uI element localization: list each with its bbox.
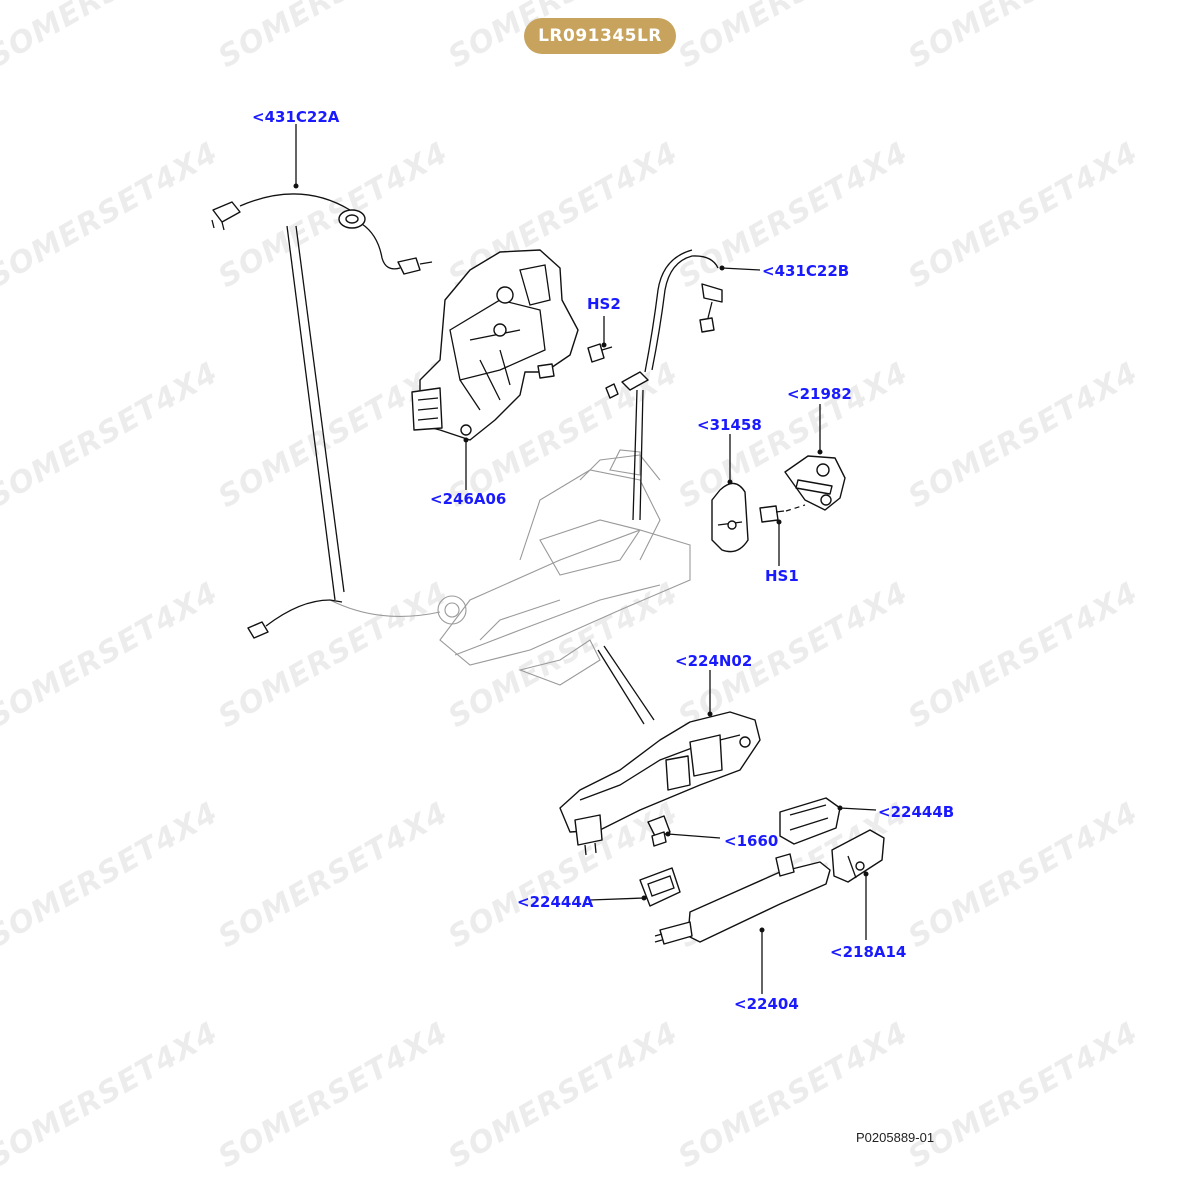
callout-1660[interactable]: <1660 (724, 832, 779, 850)
callout-31458[interactable]: <31458 (697, 416, 762, 434)
cable-431c22a (211, 193, 433, 275)
cable-431c22b (605, 249, 723, 399)
callout-hs1[interactable]: HS1 (765, 567, 799, 585)
cover-22444b (779, 797, 841, 845)
handle-frame-224n02 (559, 711, 761, 856)
end-cap-218a14 (831, 829, 885, 883)
callout-224n02[interactable]: <224N02 (675, 652, 753, 670)
callout-22444a[interactable]: <22444A (517, 893, 594, 911)
cable-lower (247, 599, 343, 639)
part-number-badge: LR091345LR (524, 18, 676, 54)
callout-431c22b[interactable]: <431C22B (762, 262, 850, 280)
door-latch-246a06 (411, 249, 579, 441)
exterior-handle-22404 (654, 853, 831, 945)
callout-22404[interactable]: <22404 (734, 995, 799, 1013)
callout-246a06[interactable]: <246A06 (430, 490, 507, 508)
callout-218a14[interactable]: <218A14 (830, 943, 907, 961)
callout-431c22a[interactable]: <431C22A (252, 108, 340, 126)
callout-leaders (293, 124, 877, 994)
bolt-hs2 (587, 343, 613, 363)
seal-31458 (711, 482, 749, 553)
clip-1660 (647, 815, 671, 847)
striker-bracket-21982 (784, 455, 846, 511)
bolt-hs1 (759, 504, 806, 523)
assembled-handle-ghost (329, 449, 691, 686)
figure-reference: P0205889-01 (856, 1130, 935, 1145)
callout-22444b[interactable]: <22444B (878, 803, 955, 821)
callout-hs2[interactable]: HS2 (587, 295, 621, 313)
callout-21982[interactable]: <21982 (787, 385, 852, 403)
insert-22444a (639, 867, 681, 907)
